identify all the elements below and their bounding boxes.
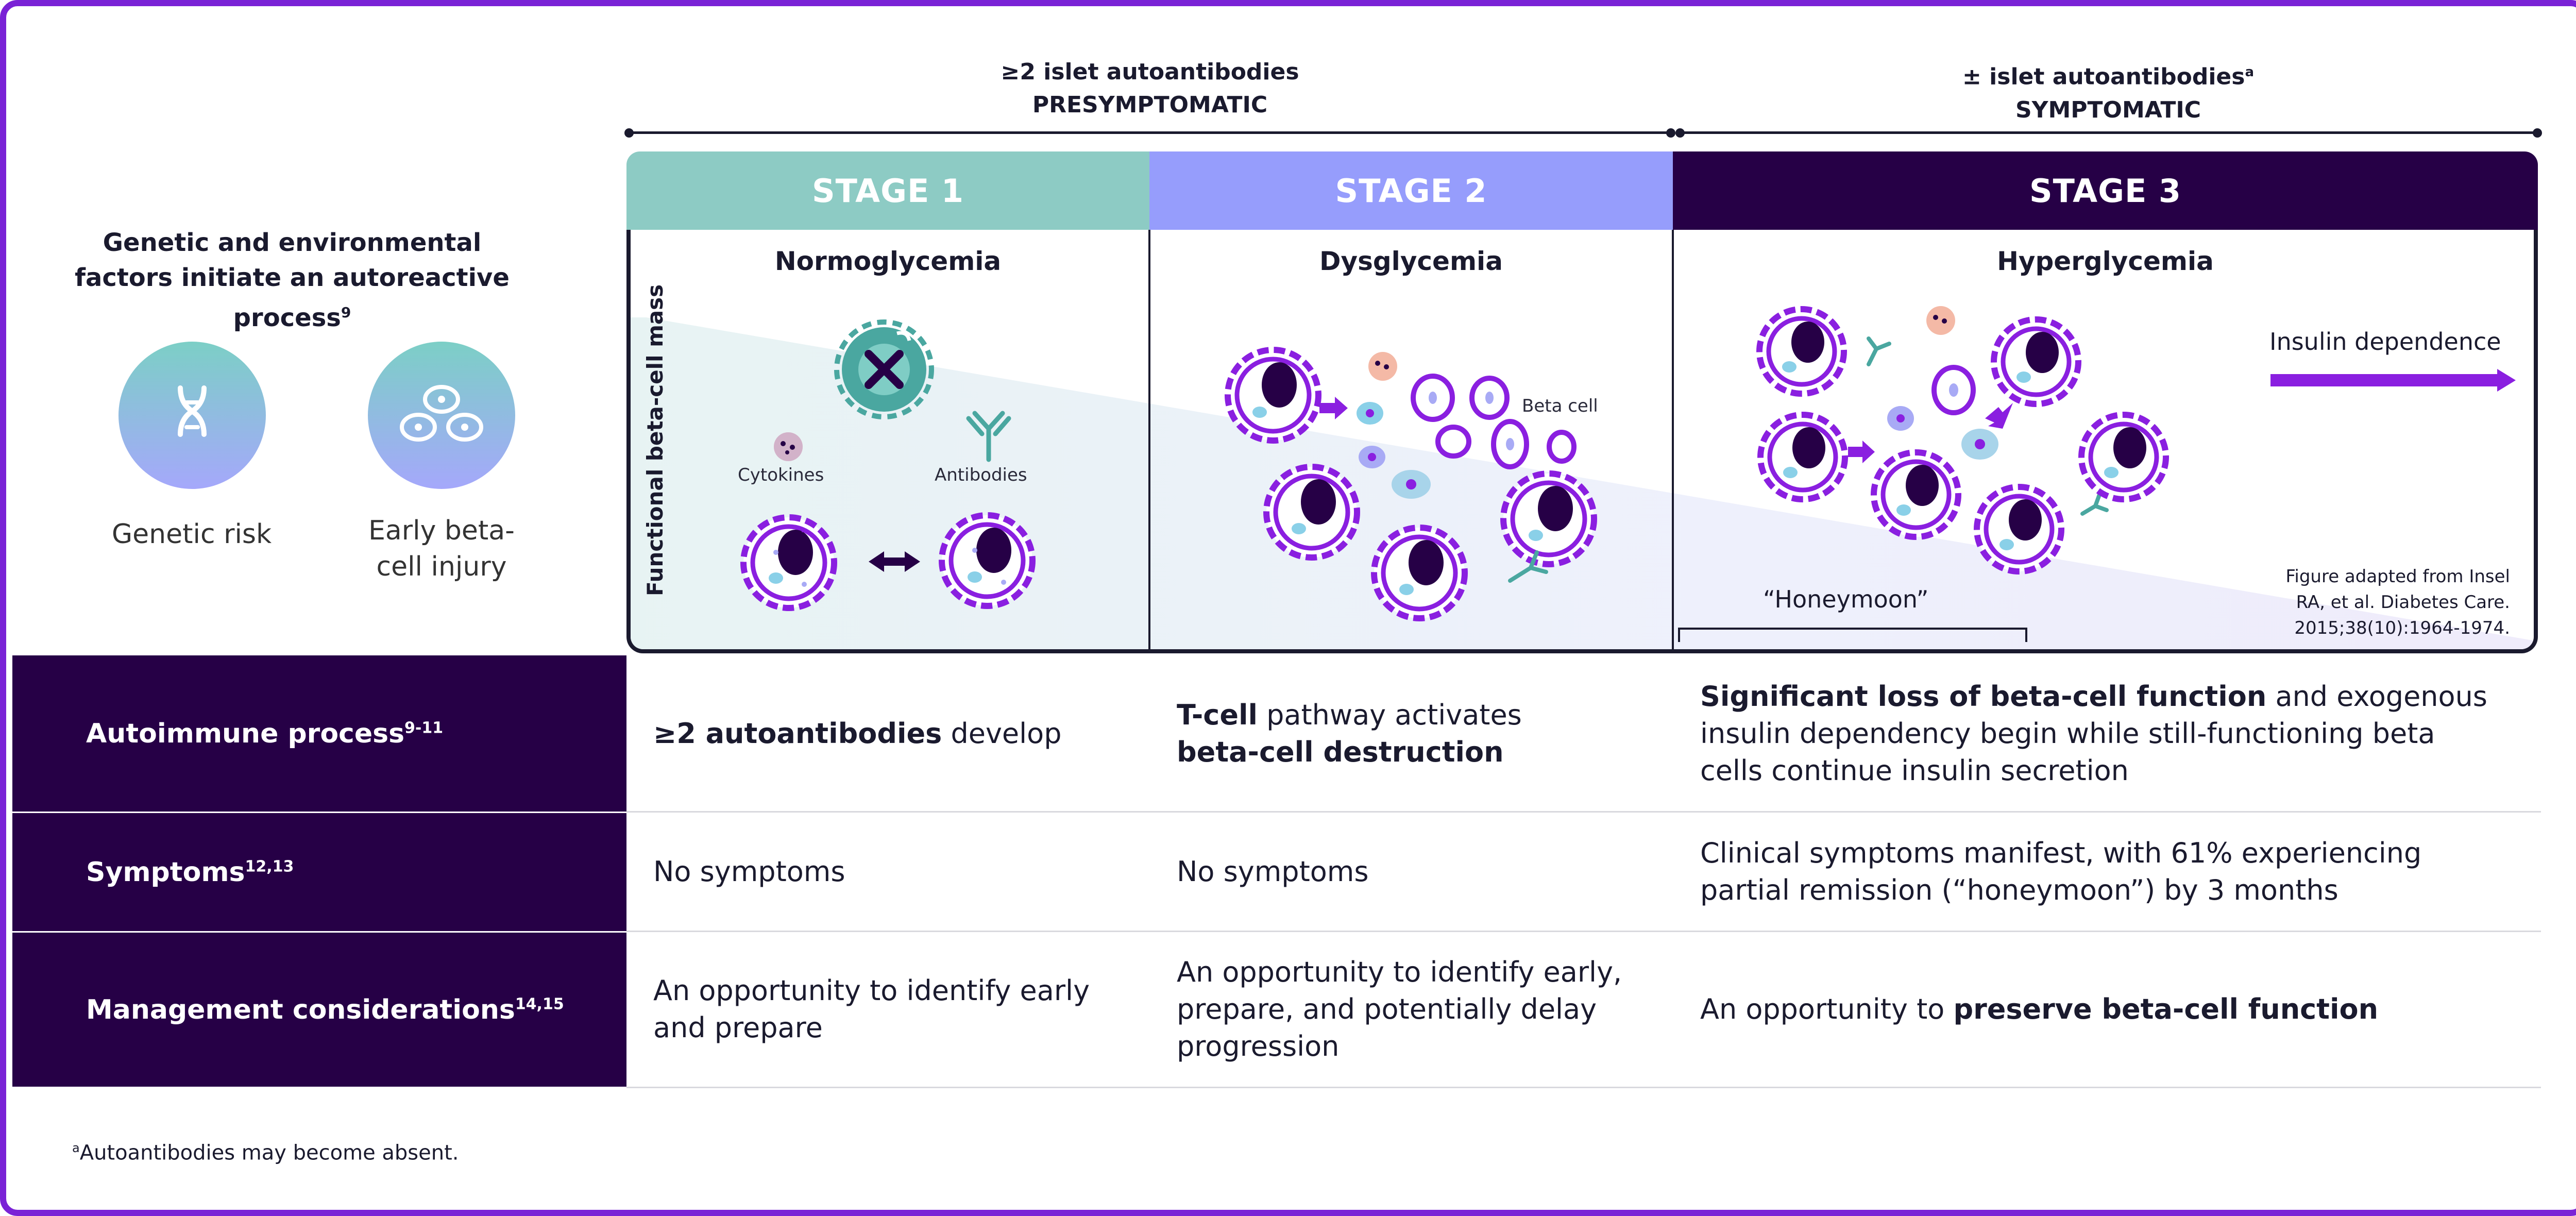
immune-cell-icon-2 (1991, 316, 2081, 407)
antibody-icon-2 (2080, 493, 2109, 516)
bracket-dot-mid-left (1666, 128, 1675, 138)
attack-arrow-icon (1319, 397, 1348, 419)
immune-cell-icon-5 (1974, 484, 2064, 575)
stage-2-label: STAGE 2 (1335, 172, 1487, 210)
stage-2-illustration (1225, 347, 1597, 621)
presymptomatic-bracket-line (630, 131, 1670, 134)
presymptomatic-label: PRESYMPTOMATIC (1032, 92, 1268, 118)
immune-cell-icon-6 (2078, 412, 2169, 502)
left-panel-title: Genetic and environmental factors initia… (75, 228, 510, 332)
insulin-dependence-label: Insulin dependence (2269, 328, 2501, 356)
honeymoon-label: “Honeymoon” (1763, 585, 1929, 613)
stage-2-header: STAGE 2 (1149, 151, 1673, 230)
beta-cell-icon (1931, 365, 1976, 415)
damaged-cell-icons (1357, 402, 1431, 499)
stage-3-glycemia: Hyperglycemia (1997, 246, 2214, 276)
symptoms-stage-2: No symptoms (1177, 855, 1369, 888)
damaged-cell-icons (1887, 406, 1998, 460)
cells-icon (400, 385, 483, 442)
genetic-risk-label: Genetic risk (111, 519, 272, 550)
immune-cell-icon-2 (1263, 464, 1360, 561)
early-injury-circle (368, 342, 515, 489)
stage-1-2-divider (1148, 230, 1150, 651)
credit-line-2: RA, et al. Diabetes Care. (2296, 592, 2510, 613)
figure-credit: Figure adapted from Insel RA, et al. Dia… (2222, 564, 2510, 641)
bracket-dot-right (2533, 128, 2542, 138)
symptomatic-header: ± islet autoantibodiesa SYMPTOMATIC (1820, 56, 2397, 127)
row-label-autoimmune: Autoimmune process9-11 (12, 655, 626, 812)
symptomatic-bracket-line (1679, 131, 2536, 134)
presymptomatic-antibody-text: ≥2 islet autoantibodies (1001, 59, 1299, 85)
row-label-management: Management considerations14,15 (12, 931, 626, 1087)
antibody-icon (966, 411, 1011, 462)
management-stage-1: An opportunity to identify early and pre… (653, 974, 1090, 1044)
row-divider-3 (626, 1087, 2541, 1088)
antibody-icon (1867, 336, 1891, 366)
credit-line-3: 2015;38(10):1964-1974. (2294, 618, 2510, 638)
stage-3-label: STAGE 3 (2029, 172, 2182, 210)
insulin-dependence-arrow-icon (2270, 369, 2516, 392)
stage-1-label: STAGE 1 (811, 172, 964, 210)
double-arrow-icon (869, 551, 920, 572)
stage-3-header: STAGE 3 (1673, 151, 2538, 230)
immune-cell-icon (1225, 347, 1321, 444)
management-stage-3: An opportunity to preserve beta-cell fun… (1700, 993, 2379, 1025)
symptomatic-label: SYMPTOMATIC (2015, 96, 2201, 123)
honeymoon-bracket (1678, 628, 2027, 642)
row-label-symptoms: Symptoms12,13 (12, 812, 626, 931)
bracket-dot-mid-right (1675, 128, 1685, 138)
symptomatic-antibody-text: ± islet autoantibodiesa (1962, 63, 2255, 90)
management-stage-2: An opportunity to identify early, prepar… (1177, 956, 1622, 1062)
presymptomatic-header: ≥2 islet autoantibodies PRESYMPTOMATIC (779, 56, 1521, 122)
early-injury-label: Early beta- cell injury (336, 513, 547, 585)
immune-cell-left-icon (740, 514, 837, 611)
symptoms-stage-1: No symptoms (653, 855, 845, 888)
immune-cell-icon-4 (1871, 449, 1961, 540)
stage-2-glycemia: Dysglycemia (1319, 246, 1503, 276)
genetic-risk-circle (118, 342, 266, 489)
early-injury-label-line-2: cell injury (376, 551, 507, 582)
cytokines-label: Cytokines (738, 465, 824, 485)
autoimmune-stage-1: ≥2 autoantibodies develop (653, 717, 1062, 750)
antibody-icon (1508, 550, 1548, 583)
bracket-dot-left (624, 128, 634, 138)
early-injury-label-line-1: Early beta- (368, 515, 515, 546)
row-divider-2 (626, 931, 2541, 932)
attack-arrow-icon-2 (1848, 441, 1875, 463)
immune-cell-icon (1756, 306, 1847, 397)
cytokine-icon (1926, 306, 1955, 335)
immune-cell-right-icon (939, 512, 1036, 609)
stage-3-illustration (1756, 306, 2516, 575)
row-divider-1 (626, 811, 2541, 813)
attack-arrow-icon (1985, 403, 2013, 429)
symptoms-stage-3: Clinical symptoms manifest, with 61% exp… (1700, 837, 2422, 906)
stage-2-3-divider (1672, 230, 1674, 651)
cytokine-icon (1368, 352, 1397, 381)
immune-cell-icon-3 (1757, 412, 1848, 502)
footnote: aAutoantibodies may become absent. (72, 1141, 459, 1165)
autoimmune-stage-3: Significant loss of beta-cell function a… (1700, 680, 2487, 787)
beta-cell-mass-gradient (631, 317, 2534, 649)
stage-1-glycemia: Normoglycemia (774, 246, 1002, 276)
beta-cell-cluster-icon (1411, 374, 1577, 469)
credit-line-1: Figure adapted from Insel (2285, 566, 2510, 587)
immune-cell-icon-3 (1371, 525, 1468, 621)
beta-cell-label: Beta cell (1522, 396, 1598, 416)
stage-1-illustration (740, 319, 1036, 611)
damaged-cell-icon (834, 319, 934, 419)
immune-cell-icon-4 (1500, 470, 1597, 567)
cytokine-icon (774, 432, 803, 461)
stage-1-header: STAGE 1 (626, 151, 1149, 230)
antibodies-label: Antibodies (935, 465, 1027, 485)
dna-icon (178, 385, 207, 437)
